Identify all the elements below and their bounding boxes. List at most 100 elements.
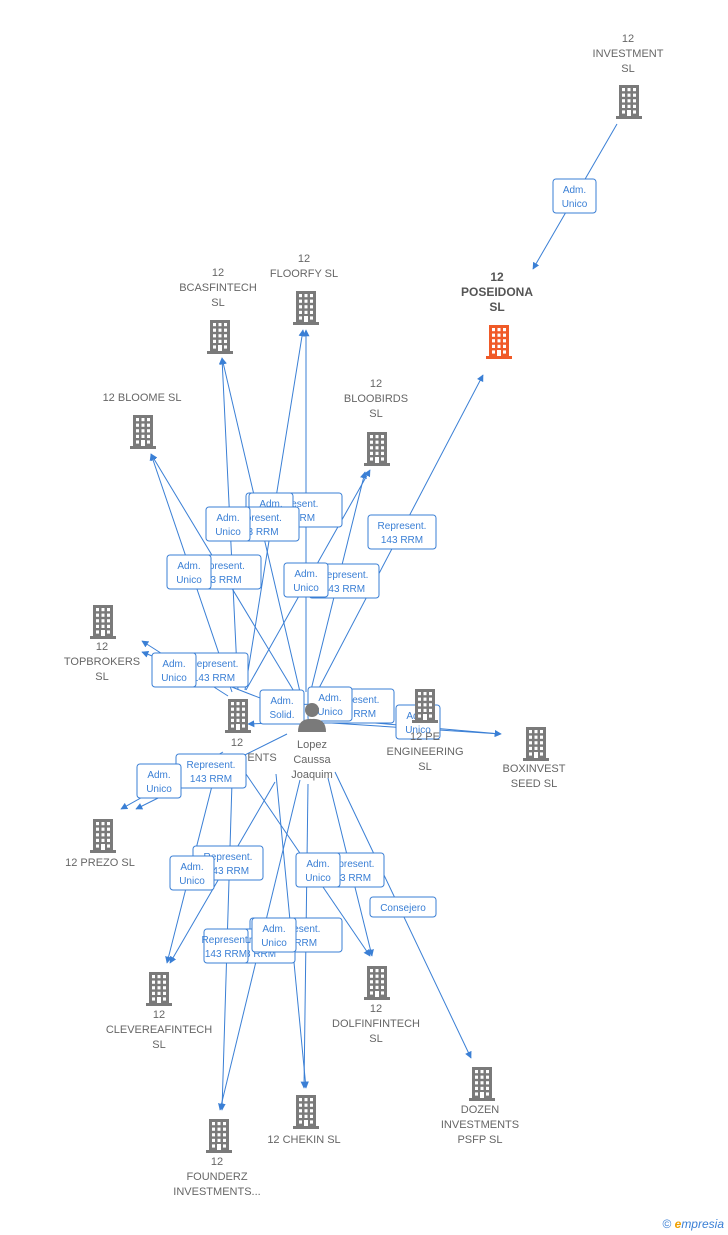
- edge-label[interactable]: Adm.Solid.: [259, 689, 305, 725]
- edge-label[interactable]: Adm.Unico: [552, 178, 597, 214]
- building-icon: [364, 432, 390, 466]
- building-icon: [90, 819, 116, 853]
- building-icon: [412, 689, 438, 723]
- building-icon: [206, 1119, 232, 1153]
- node-label: 12: [212, 267, 224, 279]
- edge-label-text: Represent.: [378, 521, 427, 532]
- edge-label-box: [136, 763, 182, 799]
- node-label: Lopez: [297, 739, 327, 751]
- building-icon: [469, 1067, 495, 1101]
- node-label: ENTS: [247, 752, 276, 764]
- edge-label[interactable]: Adm. Unico: [169, 855, 215, 891]
- edge-label[interactable]: Adm.Unico: [205, 506, 251, 542]
- edge-label-box: [169, 855, 215, 891]
- edge-label[interactable]: Represent. 143 RRM: [175, 753, 247, 789]
- node-label: 12: [211, 1156, 223, 1168]
- edge-label-text: 143 RRM: [207, 866, 249, 877]
- copyright-mark: ©: [662, 1217, 672, 1231]
- footer-credit: © empresia: [662, 1217, 724, 1231]
- edge-label[interactable]: Adm. Unico: [307, 686, 353, 722]
- building-icon: [293, 291, 319, 325]
- edge-label-text: 143 RRM: [329, 873, 371, 884]
- edge-label-text: Adm.: [259, 499, 282, 510]
- edge-label-text: 143 RRM: [190, 774, 232, 785]
- edge-label-text: Unico: [405, 725, 431, 736]
- edge-label[interactable]: Consejero: [369, 896, 437, 918]
- edge-label-text: Represent.: [233, 513, 282, 524]
- node-label: FLOORFY SL: [270, 268, 338, 280]
- node-label: INVESTMENTS...: [173, 1186, 260, 1198]
- edge-label[interactable]: Adm.Unico: [295, 852, 341, 888]
- node-label: CLEVEREAFINTECH: [106, 1024, 212, 1036]
- edge-label-text: 143 RRM: [234, 949, 276, 960]
- edge-label[interactable]: Adm.Unico: [283, 562, 329, 598]
- edge-label[interactable]: Adm.Unico: [251, 917, 297, 953]
- node-label: POSEIDONA: [461, 285, 533, 299]
- node-prezo[interactable]: 12 PREZO SL: [65, 819, 135, 869]
- edge-label-text: Unico: [305, 873, 331, 884]
- node-label: SL: [621, 63, 634, 75]
- node-label: SL: [418, 761, 431, 773]
- edge-label[interactable]: Adm.Unico: [151, 652, 197, 688]
- node-label: PSFP SL: [457, 1134, 502, 1146]
- node-label: 12: [231, 737, 243, 749]
- edge-label-text: Represent.: [190, 659, 239, 670]
- node-label: 12 PREZO SL: [65, 857, 135, 869]
- edge-label[interactable]: Represent.143 RRM: [202, 928, 251, 964]
- edge-label-text: Represent.: [187, 760, 236, 771]
- edge-label[interactable]: Adm. Unico: [166, 554, 212, 590]
- edge-label-text: 143 RRM: [236, 527, 278, 538]
- edge-label[interactable]: Adm.Unico: [136, 763, 182, 799]
- node-label: INVESTMENT: [593, 48, 664, 60]
- building-icon: [146, 972, 172, 1006]
- node-label: SL: [152, 1039, 165, 1051]
- edge-label-text: Adm.: [147, 770, 170, 781]
- node-label: Caussa: [293, 754, 331, 766]
- edge-label-text: Represent.: [326, 859, 375, 870]
- edge-label-text: Unico: [562, 199, 588, 210]
- edge-label-text: Adm.: [177, 561, 200, 572]
- edge-label-text: Unico: [179, 876, 205, 887]
- node-label: FOUNDERZ: [186, 1171, 247, 1183]
- edge-label-text: 143 RRM: [205, 949, 247, 960]
- edge-label-text: Adm.: [162, 659, 185, 670]
- edge-label-text: Represent.: [204, 852, 253, 863]
- edge-label-box: [203, 928, 249, 964]
- building-icon: [130, 415, 156, 449]
- edge-label-text: 143 RRM: [334, 709, 376, 720]
- building-icon: [616, 85, 642, 119]
- edge-label-text: Unico: [317, 707, 343, 718]
- edge-label-box: [367, 514, 437, 550]
- node-label: SL: [369, 408, 382, 420]
- node-chekin[interactable]: 12 CHEKIN SL: [267, 1095, 341, 1146]
- edge-label-text: Unico: [176, 575, 202, 586]
- edge-label-text: 143 RRM: [323, 584, 365, 595]
- edge-label-text: Adm.: [318, 693, 341, 704]
- node-bloome[interactable]: 12 BLOOME SL: [103, 392, 182, 449]
- edge-label-text: Adm.: [294, 569, 317, 580]
- node-label: ENGINEERING: [386, 746, 463, 758]
- edge-label-box: [283, 562, 329, 598]
- edge-label-text: Adm.: [216, 513, 239, 524]
- edge-label-text: Adm.: [180, 862, 203, 873]
- node-label: SEED SL: [511, 778, 557, 790]
- edge-label[interactable]: Represent.143 RRM: [367, 514, 437, 550]
- node-label: 12: [490, 270, 504, 284]
- node-label: BCASFINTECH: [179, 282, 257, 294]
- node-label: SL: [369, 1033, 382, 1045]
